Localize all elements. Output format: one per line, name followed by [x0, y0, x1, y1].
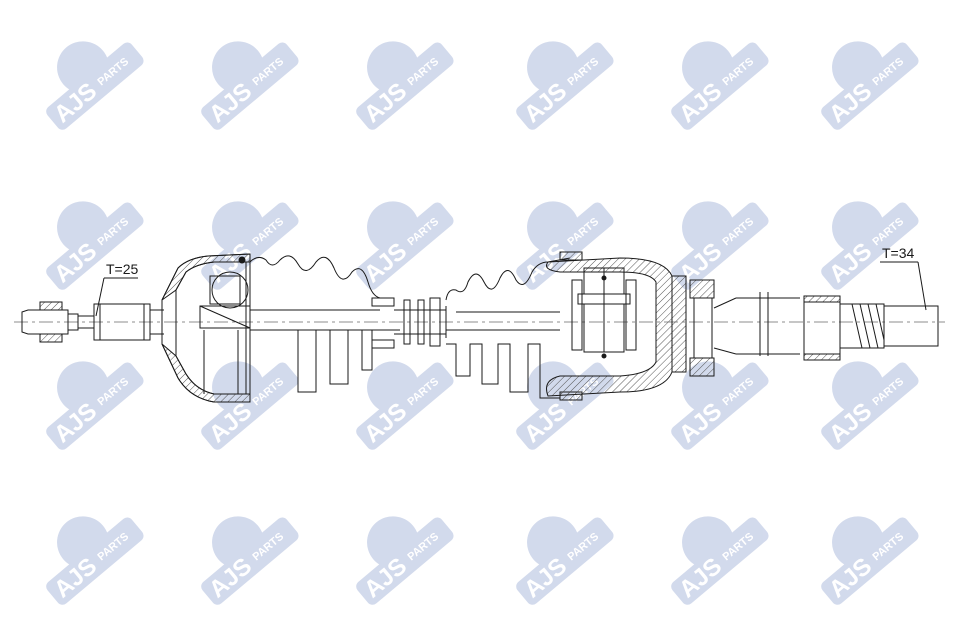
left-stub-shaft — [21, 301, 164, 343]
outer-boot — [249, 255, 400, 394]
right-callout-leader-drop — [917, 261, 927, 311]
right-thread-label: T=34 — [882, 245, 915, 261]
inner-tripod-joint — [546, 257, 673, 397]
right-shaft — [671, 275, 939, 377]
outer-cv-joint — [161, 253, 251, 403]
inner-boot — [445, 251, 583, 401]
left-callout-leader-drop — [95, 277, 105, 317]
main-shaft — [394, 297, 447, 347]
left-thread-label: T=25 — [106, 261, 139, 277]
